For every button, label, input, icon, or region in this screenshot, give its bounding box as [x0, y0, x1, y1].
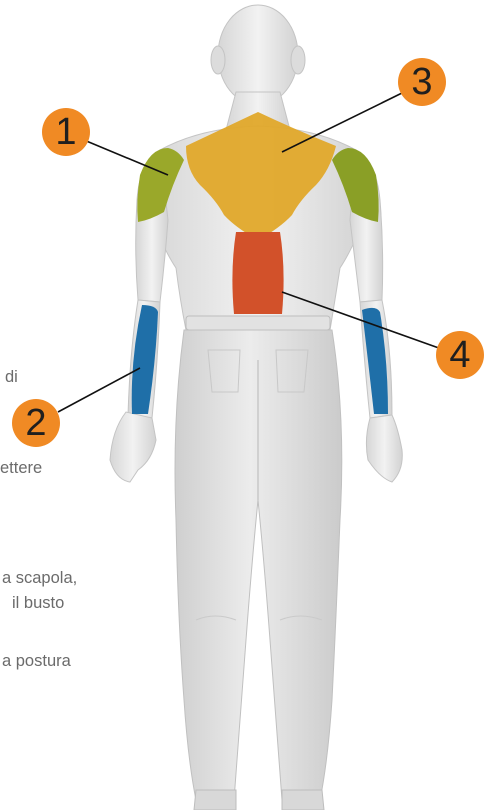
- marker-badge-2: 2: [12, 399, 60, 447]
- left-ear: [211, 46, 225, 74]
- marker-badge-1: 1: [42, 108, 90, 156]
- belt: [186, 316, 330, 330]
- marker-badge-4: 4: [436, 331, 484, 379]
- marker-number-2: 2: [25, 404, 46, 442]
- marker-number-3: 3: [411, 63, 432, 101]
- left-foot: [194, 790, 236, 810]
- right-hand: [366, 415, 402, 482]
- marker-badge-3: 3: [398, 58, 446, 106]
- right-ear: [291, 46, 305, 74]
- region-4-lower-back: [232, 232, 283, 314]
- right-foot: [282, 790, 324, 810]
- marker-number-4: 4: [449, 336, 470, 374]
- left-hand: [110, 412, 156, 482]
- head: [218, 5, 298, 105]
- leader-line-2: [58, 368, 140, 412]
- marker-number-1: 1: [55, 113, 76, 151]
